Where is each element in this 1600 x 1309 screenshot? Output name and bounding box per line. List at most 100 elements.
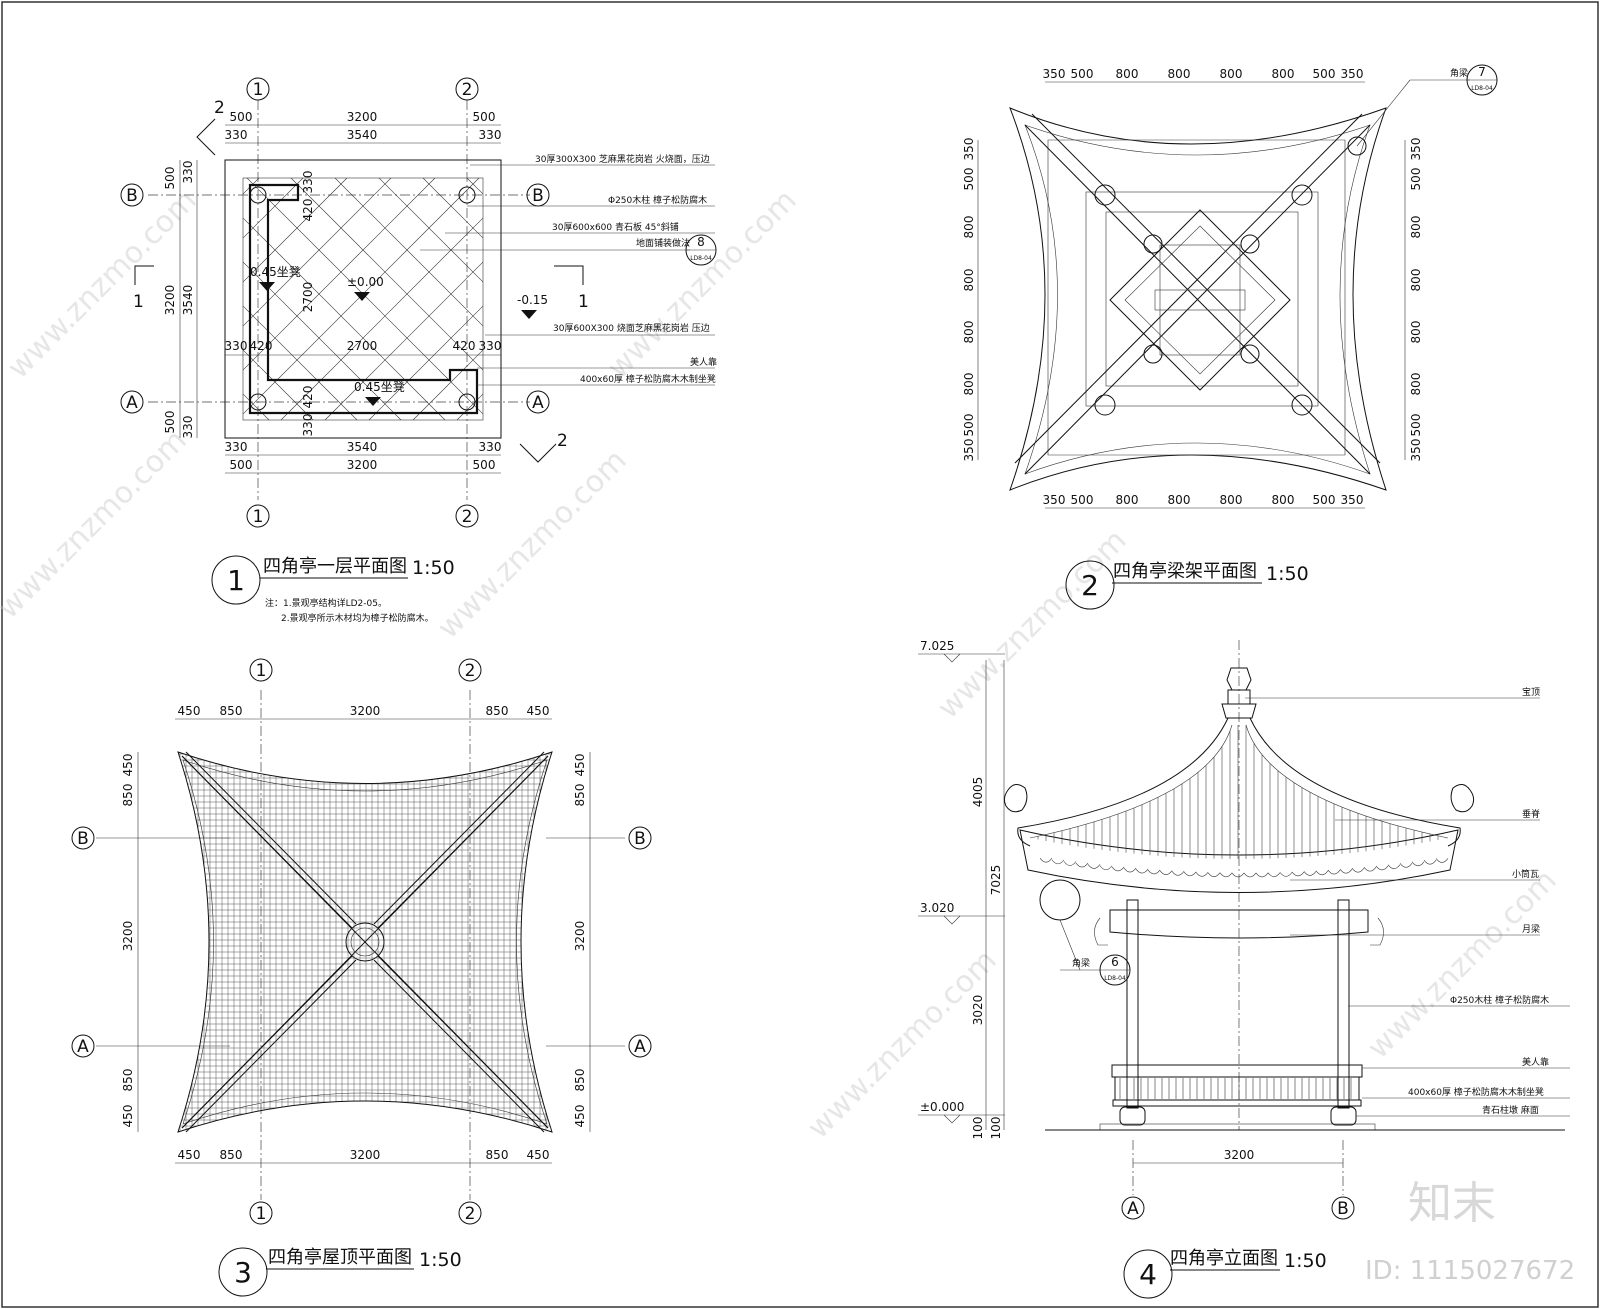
dim-label: 420 bbox=[250, 339, 273, 353]
dim-label: 500 bbox=[163, 167, 177, 190]
level-label: ±0.000 bbox=[920, 1100, 964, 1114]
callout-label: 月梁 bbox=[1522, 923, 1540, 935]
dim-label: 330 bbox=[479, 440, 502, 454]
dim-label: 3200 bbox=[347, 458, 378, 472]
level-label: 7.025 bbox=[920, 639, 954, 653]
dim-label: 3540 bbox=[181, 285, 195, 316]
dim-label: 3200 bbox=[350, 704, 381, 718]
dim-label: 800 bbox=[1220, 67, 1243, 81]
column bbox=[1337, 899, 1350, 1109]
dim-label: 350 bbox=[1043, 493, 1066, 507]
beam-outline bbox=[1009, 107, 1387, 491]
plan-outer-edge bbox=[224, 159, 502, 439]
dim-label: 800 bbox=[1116, 67, 1139, 81]
dim-label: 330 bbox=[301, 414, 315, 437]
drawing-number: 2 bbox=[1081, 569, 1099, 602]
dim-label: 330 bbox=[225, 128, 248, 142]
callout-label: 角梁 bbox=[1450, 67, 1468, 79]
axis-bubble-b: B bbox=[77, 829, 89, 849]
dim-label: 100 bbox=[971, 1117, 985, 1140]
drawing-title: 四角亭一层平面图 bbox=[263, 556, 407, 577]
axis-bubble-b: B bbox=[532, 186, 544, 206]
roof-outline bbox=[177, 751, 553, 1133]
dim-label: 500 bbox=[230, 458, 253, 472]
drawing-title: 四角亭立面图 bbox=[1170, 1248, 1278, 1269]
dim-label: 330 bbox=[225, 440, 248, 454]
axis-bubble-a: A bbox=[532, 393, 544, 413]
dim-label: 500 bbox=[163, 411, 177, 434]
dim-label: 330 bbox=[181, 161, 195, 184]
dim-label: 850 bbox=[220, 1148, 243, 1162]
dim-label: 800 bbox=[1409, 269, 1423, 292]
plan-bench bbox=[248, 183, 479, 415]
roof-plan: 1 2 1 2 B A B A 450 850 3200 850 450 450… bbox=[71, 658, 652, 1297]
dim-label: 450 bbox=[527, 1148, 550, 1162]
axis-bubble-2: 2 bbox=[462, 507, 473, 527]
callout-label: 美人靠 bbox=[1522, 1056, 1549, 1068]
dim-label: 800 bbox=[1272, 67, 1295, 81]
callout-label: 青石柱墩 麻面 bbox=[1482, 1104, 1539, 1116]
dim-label: 800 bbox=[1409, 321, 1423, 344]
dim-label: 350 bbox=[962, 439, 976, 462]
dim-label: 500 bbox=[1313, 493, 1336, 507]
dim-label: 2700 bbox=[347, 339, 378, 353]
callout-label: 400x60厚 樟子松防腐木木制坐凳 bbox=[1408, 1086, 1544, 1098]
id-watermark: ID: 1115027672 bbox=[1365, 1256, 1575, 1286]
axis-bubble-b: B bbox=[1337, 1199, 1349, 1219]
dim-label: 500 bbox=[1313, 67, 1336, 81]
dim-label: 420 bbox=[453, 339, 476, 353]
detail-ref-sheet: LD8-04 bbox=[1471, 85, 1493, 92]
callout-label: 400x60厚 樟子松防腐木木制坐凳 bbox=[580, 373, 716, 385]
note-line: 2.景观亭所示木材均为樟子松防腐木。 bbox=[281, 612, 434, 624]
dim-label: 450 bbox=[573, 754, 587, 777]
axis-bubble-a: A bbox=[634, 1037, 646, 1057]
level-marker-icon bbox=[354, 292, 370, 301]
column-circle bbox=[458, 186, 476, 204]
plan-paving-border bbox=[242, 177, 484, 421]
callout-label: Φ250木柱 樟子松防腐木 bbox=[608, 194, 707, 206]
dim-label: 850 bbox=[573, 784, 587, 807]
level-label: 0.45坐凳 bbox=[250, 264, 301, 279]
dim-label: 450 bbox=[121, 1105, 135, 1128]
section-mark-label: 2 bbox=[557, 431, 568, 451]
dim-label: 100 bbox=[989, 1117, 1003, 1140]
dim-label: 500 bbox=[473, 458, 496, 472]
dim-label: 850 bbox=[486, 704, 509, 718]
roof-eave bbox=[1019, 829, 1459, 893]
axis-bubble-a: A bbox=[77, 1037, 89, 1057]
column bbox=[1126, 899, 1139, 1109]
drawing-title: 四角亭梁架平面图 bbox=[1113, 561, 1257, 582]
dim-label: 3200 bbox=[121, 921, 135, 952]
dim-label: 800 bbox=[1168, 67, 1191, 81]
ridge-ornament-icon bbox=[1450, 784, 1475, 813]
roof-right-curve bbox=[1249, 717, 1461, 847]
drawing-number: 1 bbox=[227, 564, 245, 597]
dim-label: 800 bbox=[1272, 493, 1295, 507]
dim-label: 7025 bbox=[989, 865, 1003, 896]
dim-label: 800 bbox=[962, 216, 976, 239]
callout-label: 30厚600X300 烧面芝麻黑花岗岩 压边 bbox=[553, 322, 710, 334]
dim-label: 800 bbox=[1409, 216, 1423, 239]
drawing-number: 4 bbox=[1139, 1258, 1157, 1291]
dim-label: 450 bbox=[527, 704, 550, 718]
detail-ref-num: 6 bbox=[1111, 955, 1119, 969]
dim-label: 500 bbox=[1409, 414, 1423, 437]
dim-label: 3540 bbox=[347, 440, 378, 454]
dim-label: 3200 bbox=[350, 1148, 381, 1162]
axis-bubble-2: 2 bbox=[465, 1204, 476, 1224]
dim-label: 330 bbox=[301, 171, 315, 194]
dim-label: 450 bbox=[573, 1105, 587, 1128]
dim-label: 3540 bbox=[347, 128, 378, 142]
level-label: 0.45坐凳 bbox=[354, 379, 405, 394]
dim-label: 350 bbox=[1409, 138, 1423, 161]
dim-label: 330 bbox=[225, 339, 248, 353]
dim-label: 350 bbox=[1341, 67, 1364, 81]
dim-label: 500 bbox=[1071, 493, 1094, 507]
dim-label: 800 bbox=[962, 269, 976, 292]
dim-label: 350 bbox=[1409, 439, 1423, 462]
callout-label: 小筒瓦 bbox=[1512, 868, 1539, 880]
dim-label: 850 bbox=[220, 704, 243, 718]
drawing-scale: 1:50 bbox=[1266, 563, 1309, 585]
